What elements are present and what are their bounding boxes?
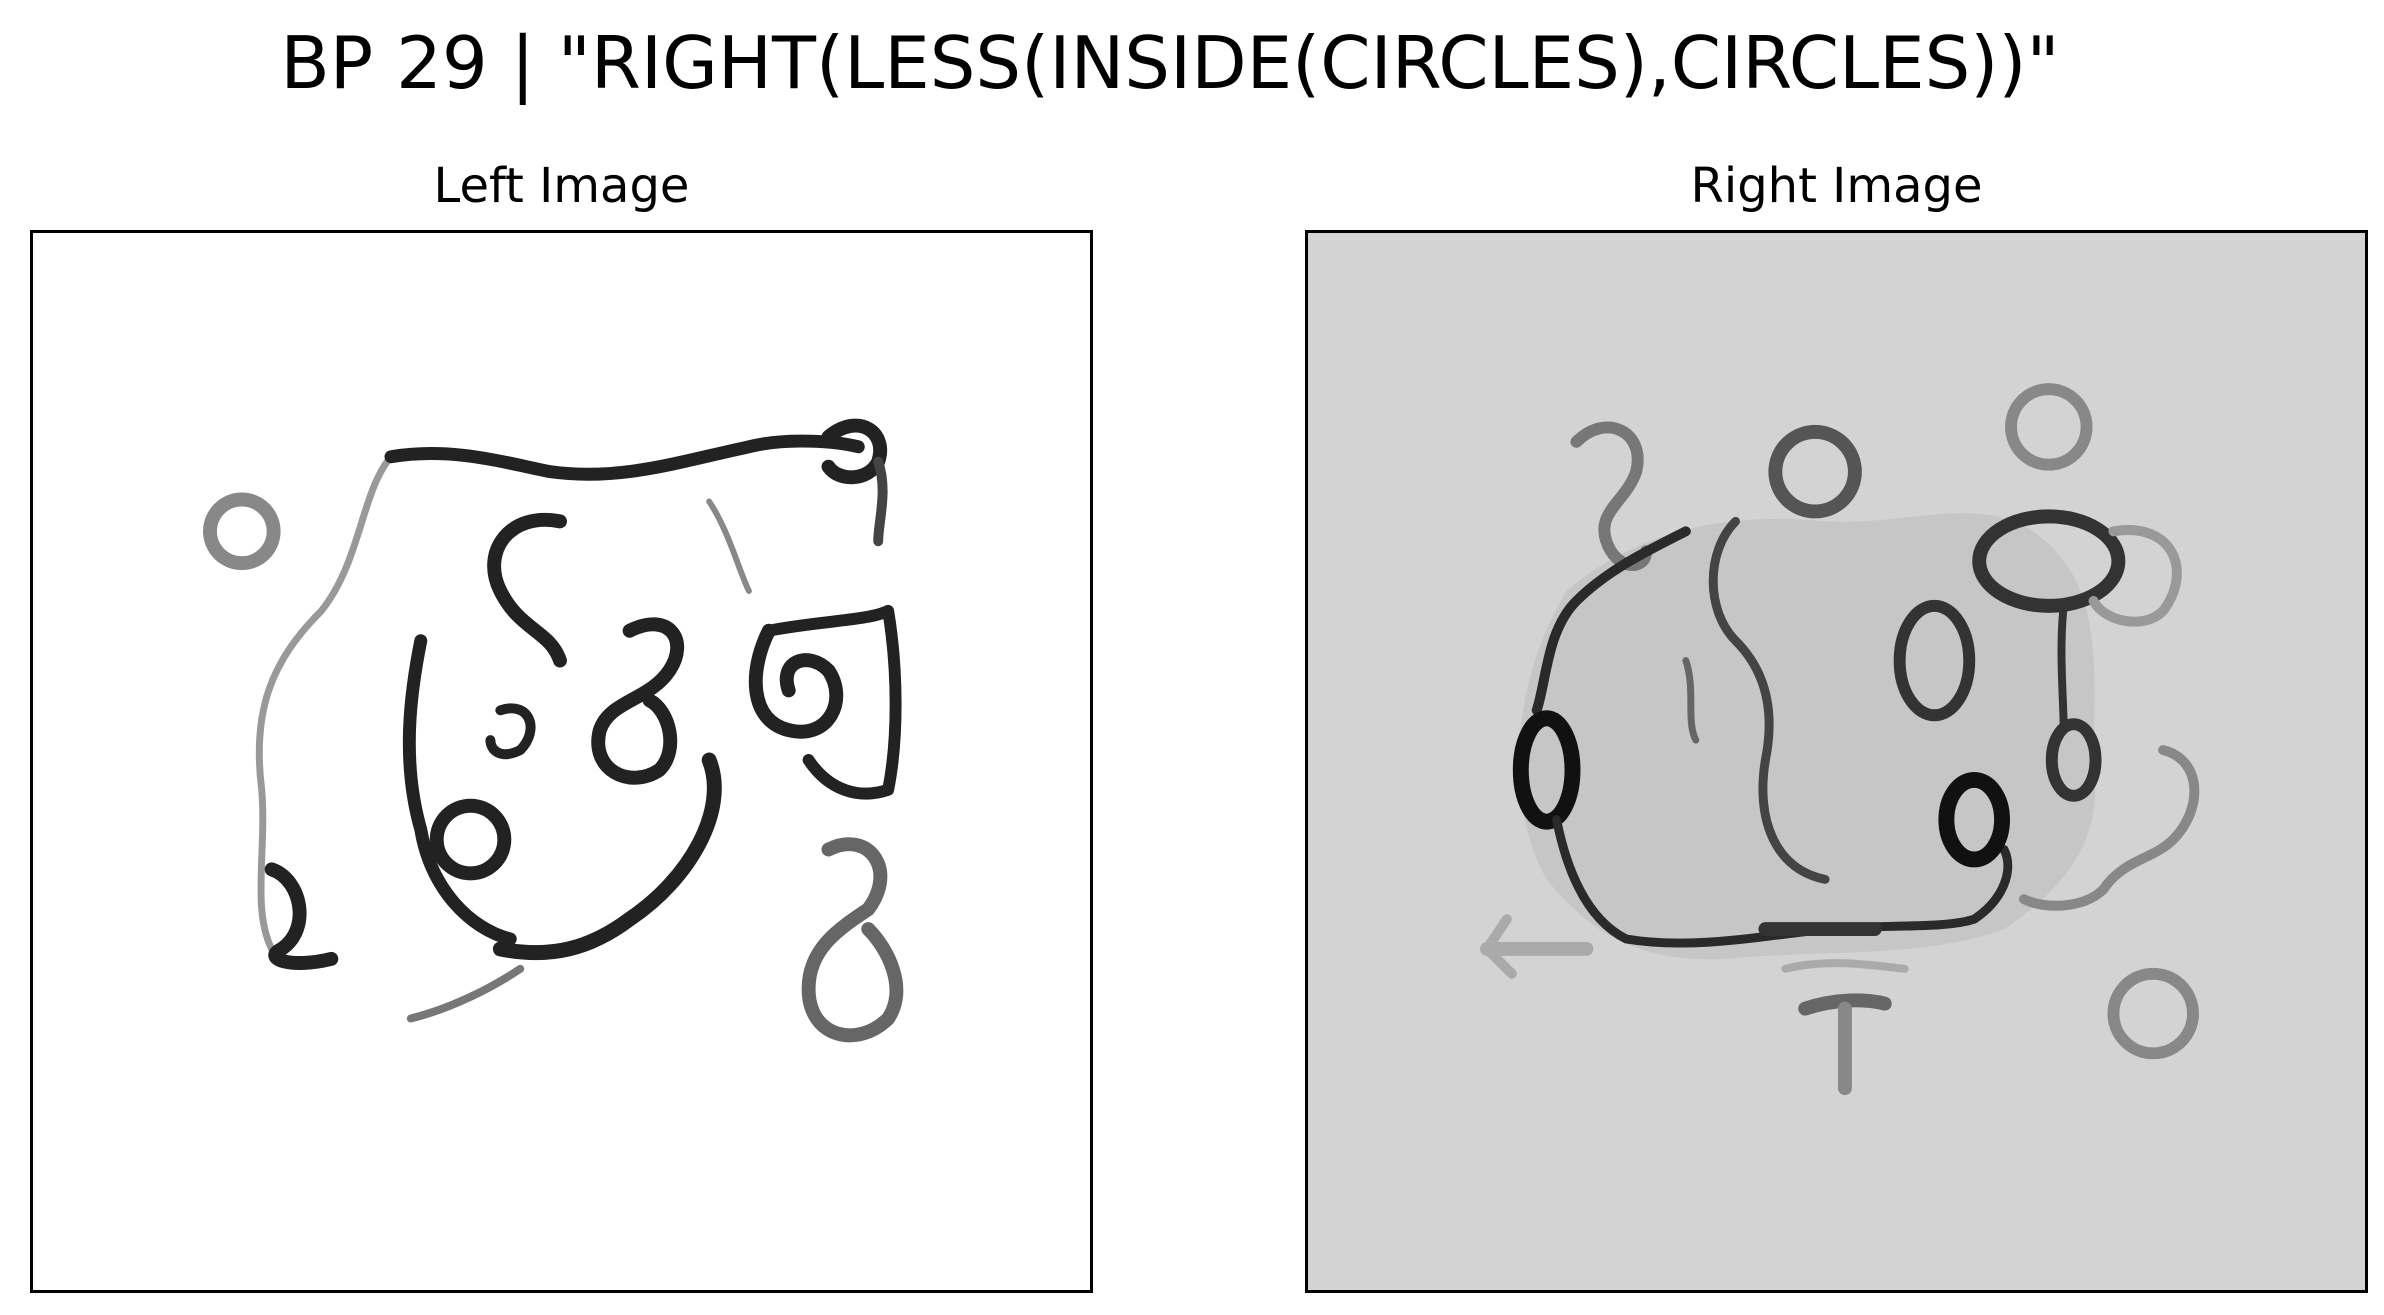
left-right-loop [748, 623, 844, 739]
right-mid-squiggle [1708, 516, 1830, 884]
right-main-network [1531, 526, 1691, 716]
right-image-panel [1305, 230, 2368, 1293]
right-bold-oval-left [1512, 710, 1581, 830]
left-bottom-arc [492, 752, 722, 961]
right-topright-side [2088, 525, 2182, 627]
left-inner-curl [485, 703, 536, 760]
left-bottom-squiggle [264, 862, 339, 970]
left-inner-curve [402, 634, 517, 946]
right-oval-right [2045, 718, 2102, 802]
left-topright-tail [873, 456, 888, 547]
left-mid-thin-curve [706, 498, 752, 594]
right-image-title: Right Image [1690, 158, 1983, 214]
left-enclosing-curve [255, 453, 395, 953]
figure-title: BP 29 | "RIGHT(LESS(INSIDE(CIRCLES),CIRC… [280, 21, 2060, 105]
left-circle-lower-inner [429, 798, 512, 881]
left-top-arc [384, 434, 865, 481]
left-right-frame [762, 604, 902, 800]
left-image-panel [30, 230, 1093, 1293]
left-hook-top [487, 512, 567, 668]
left-image-title: Left Image [433, 158, 690, 214]
left-figure-eight-lower [801, 837, 904, 1043]
right-image-drawing [1480, 383, 2200, 1096]
left-image-drawing [203, 418, 904, 1043]
left-figure-eight [591, 617, 685, 785]
right-bold-oval-bottom [1938, 771, 2011, 868]
left-bottom-stroke [406, 964, 525, 1023]
right-left-arrow-head [1482, 914, 1517, 979]
right-bottom-t-bar [1798, 993, 1892, 1016]
right-vertical-stem [2057, 601, 2068, 735]
right-bottom-t-top [1781, 959, 1909, 973]
right-circle-bottom-right [2107, 967, 2199, 1060]
right-side-squiggle [2018, 745, 2200, 911]
left-circle-small-topleft [203, 492, 281, 571]
right-circle-top-middle [1768, 424, 1862, 519]
right-topleft-loop [1570, 421, 1653, 571]
right-oval-center [1893, 599, 1976, 722]
right-mid-left-squiggle [1682, 657, 1700, 744]
right-ellipse-topright [1972, 509, 2126, 613]
right-circle-topright-upper [2005, 383, 2093, 471]
